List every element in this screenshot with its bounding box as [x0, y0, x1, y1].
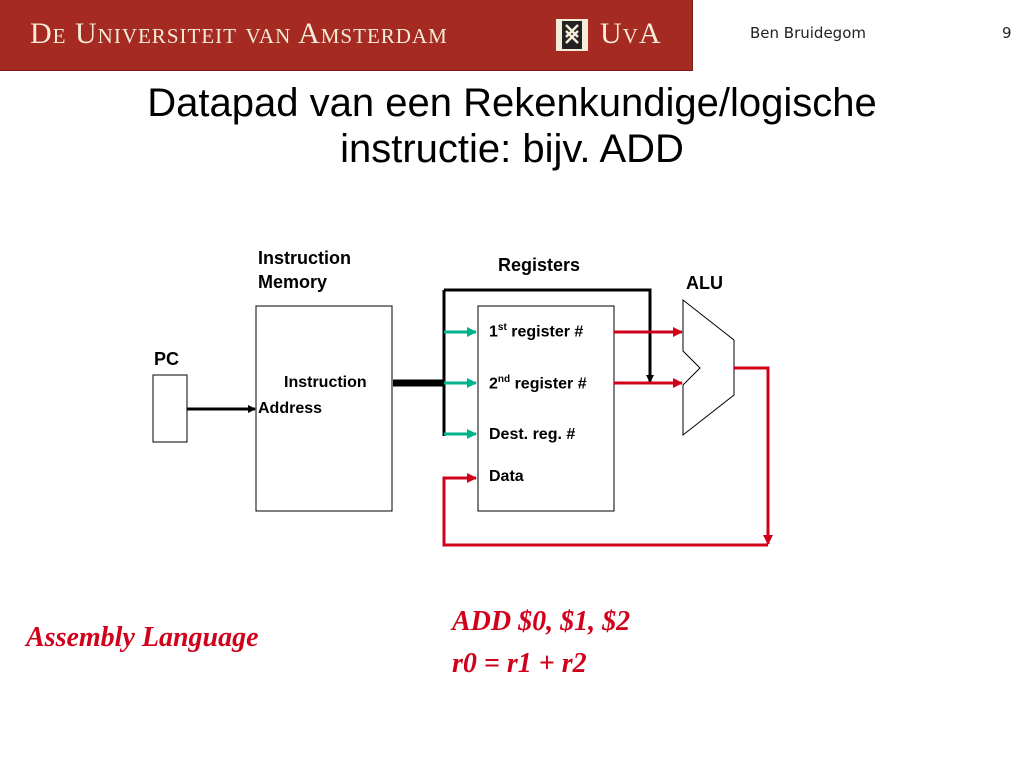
reg1-label: 1st register # [489, 322, 584, 341]
alu-label: ALU [686, 273, 723, 293]
university-banner: De Universiteit van Amsterdam UvA [0, 0, 693, 71]
register-file-box [477, 305, 615, 512]
writeback-wire [442, 473, 768, 547]
alu-shape [682, 298, 735, 437]
page-number: 9 [1002, 24, 1012, 42]
address-port-label: Address [258, 400, 323, 417]
pc-label: PC [154, 349, 180, 369]
slide-title-line1: Datapad van een Rekenkundige/logische [147, 81, 877, 125]
alu-result-wire [734, 366, 773, 545]
dest-reg-label: Dest. reg. # [489, 426, 576, 443]
university-crest-icon [556, 19, 588, 51]
assembly-language-label: Assembly Language [26, 622, 259, 653]
author-name: Ben Bruidegom [750, 24, 866, 42]
assembly-meaning: r0 = r1 + r2 [452, 648, 587, 679]
slide-title: Datapad van een Rekenkundige/logische in… [60, 80, 964, 172]
pc-register-box [152, 374, 188, 443]
instruction-memory-label: Instruction Memory [258, 246, 351, 294]
instruction-memory-label-line1: Instruction [258, 248, 351, 268]
registers-label: Registers [498, 255, 581, 275]
instruction-port-label: Instruction [284, 374, 367, 391]
instruction-memory-box [255, 305, 393, 512]
data-label: Data [489, 468, 524, 485]
instruction-to-alu-wire [444, 288, 654, 383]
reg2-label: 2nd register # [489, 374, 587, 393]
slide-title-line2: instructie: bijv. ADD [340, 127, 684, 171]
assembly-instruction: ADD $0, $1, $2 [452, 606, 631, 637]
university-name: De Universiteit van Amsterdam [30, 17, 448, 50]
university-short-name: UvA [600, 17, 662, 50]
instruction-memory-label-line2: Memory [258, 272, 328, 292]
